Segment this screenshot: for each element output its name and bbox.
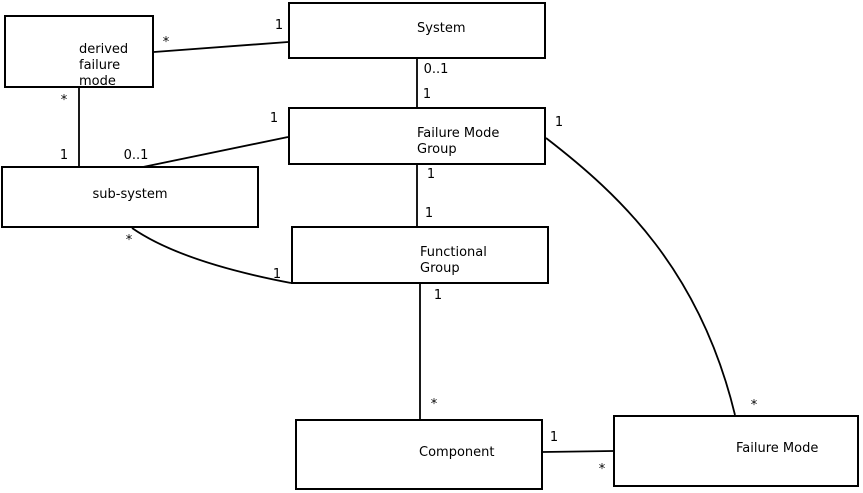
multiplicity-label-failure-mode-group--functional-group: 1 (426, 167, 436, 182)
edge-system--derived-failure-mode (153, 41, 289, 53)
edge-sub-system--functional-group (131, 227, 292, 284)
multiplicity-label-system--failure-mode-group: 1 (422, 87, 432, 102)
multiplicity-label-failure-mode-group--sub-system: 1 (269, 111, 279, 126)
node-label-line: Failure Mode (417, 126, 500, 141)
node-component: Component (295, 419, 543, 490)
multiplicity-label-system--derived-failure-mode: 1 (274, 18, 284, 33)
multiplicity-label-functional-group--component: 1 (433, 288, 443, 303)
multiplicity-label-failure-mode-group--failure-mode: * (750, 398, 758, 413)
node-label-line: derived (79, 41, 129, 57)
multiplicity-label-sub-system--functional-group: 1 (272, 267, 282, 282)
node-label-failure-mode: Failure Mode (736, 441, 818, 457)
node-sub-system: sub-system (1, 166, 259, 228)
edge-failure-mode-group--failure-mode (545, 137, 736, 416)
node-label-line: Failure Mode (736, 441, 819, 456)
multiplicity-label-failure-mode-group--functional-group: 1 (424, 206, 434, 221)
node-label-line: Functional (420, 245, 487, 260)
multiplicity-label-component--failure-mode: 1 (549, 430, 559, 445)
node-label-line: System (417, 20, 466, 36)
node-label-line: Group (417, 142, 457, 157)
node-label-sub-system: sub-system (93, 187, 168, 203)
node-label-system: System (417, 21, 465, 37)
multiplicity-label-component--failure-mode: * (598, 462, 606, 477)
node-label-line: mode (79, 73, 116, 89)
multiplicity-label-system--failure-mode-group: 0..1 (423, 62, 449, 77)
multiplicity-label-derived-failure-mode--sub-system: * (60, 93, 68, 108)
multiplicity-label-sub-system--functional-group: * (125, 233, 133, 248)
node-label-line: failure (79, 57, 121, 73)
multiplicity-label-system--derived-failure-mode: * (162, 35, 170, 50)
node-system: System (288, 2, 546, 59)
edge-failure-mode-group--sub-system (142, 136, 289, 168)
node-label-line: Component (419, 444, 495, 460)
multiplicity-label-derived-failure-mode--sub-system: 1 (59, 148, 69, 163)
multiplicity-label-failure-mode-group--failure-mode: 1 (554, 115, 564, 130)
node-label-component: Component (419, 445, 494, 461)
multiplicity-label-failure-mode-group--sub-system: 0..1 (123, 148, 149, 163)
node-label-line: sub-system (92, 187, 168, 202)
node-label-line: Group (420, 261, 460, 276)
node-failure-mode: Failure Mode (613, 415, 859, 487)
edge-component--failure-mode (542, 450, 614, 453)
multiplicity-label-functional-group--component: * (430, 397, 438, 412)
